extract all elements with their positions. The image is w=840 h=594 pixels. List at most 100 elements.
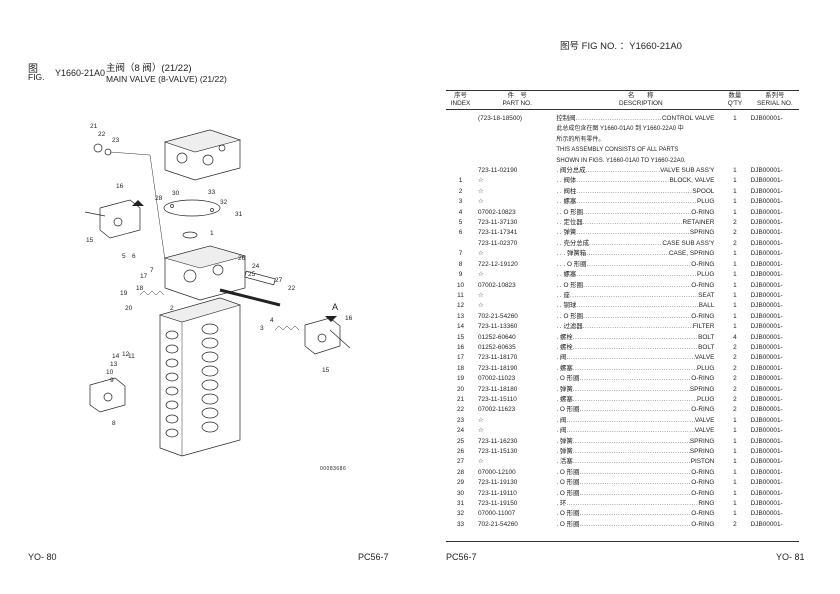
cell-description: . 螺栓....................................… [556, 343, 715, 351]
seal-ring [163, 199, 221, 217]
cell-serial: DJB00001- [750, 167, 783, 175]
cell-index: 11 [457, 291, 464, 299]
cell-index: 22 [456, 406, 465, 414]
cell-qty: 2 [733, 219, 737, 227]
cell-description: . . . O 形圈..............................… [556, 260, 715, 268]
cell-serial: DJB00001- [750, 375, 783, 383]
cell-qty: 1 [733, 427, 737, 435]
callout: 18 [136, 285, 144, 292]
cell-part-no: ☆ [478, 302, 484, 310]
callout: 13 [110, 361, 118, 368]
cell-part-no: 07002-11623 [478, 406, 516, 414]
valve-section-bore [201, 351, 219, 363]
callout: 5 [122, 253, 126, 260]
cell-index: 6 [458, 229, 463, 237]
callout: 21 [90, 123, 98, 130]
fig-number: 图号 FIG NO. ：Y1660-21A0 [560, 41, 682, 52]
cell-part-no: 723-11-18190 [478, 364, 518, 372]
cell-part-no: 723-11-15130 [478, 448, 518, 455]
cell-description: . . O 形圈................................… [556, 312, 715, 320]
cell-qty: 1 [733, 312, 737, 320]
table-row: 3☆. . 螺塞................................… [446, 197, 799, 207]
cell-index: 28 [456, 468, 465, 476]
callout: A [332, 302, 338, 312]
cell-description: . . 钢球..................................… [556, 302, 715, 310]
cell-description: . 螺塞....................................… [556, 395, 715, 403]
callout: 22 [288, 285, 296, 292]
cell-description: . 阀分总成..................................… [556, 167, 715, 175]
cell-part-no: 723-11-37130 [478, 219, 518, 227]
cell-serial: DJB00001- [750, 333, 783, 341]
cell-index: 32 [456, 510, 465, 518]
cell-qty: 2 [733, 239, 737, 247]
callout: 27 [275, 277, 283, 284]
cell-qty: 2 [733, 385, 737, 393]
table-row: 9☆. . 螺塞................................… [446, 270, 799, 280]
cell-serial: DJB00001- [750, 229, 783, 237]
callout: 3 [260, 325, 264, 332]
cell-serial: DJB00001- [750, 437, 783, 445]
cell-index: 13 [456, 312, 465, 320]
cell-description: . 阀.....................................… [556, 354, 715, 362]
cell-part-no: ☆ [478, 416, 484, 424]
cell-index: 10 [456, 281, 465, 289]
cell-qty: 1 [733, 187, 737, 195]
cell-qty: 2 [733, 343, 737, 351]
callout: 1 [210, 230, 214, 237]
cell-qty: 2 [733, 395, 737, 403]
cell-part-no: 07002-10823 [478, 281, 516, 289]
cell-qty: 1 [733, 260, 737, 268]
table-row: 11☆. . 座................................… [446, 291, 799, 301]
table-row: 24☆. 阀..................................… [446, 426, 799, 436]
cell-description: . 螺塞....................................… [556, 364, 715, 372]
cell-index: 14 [456, 323, 465, 331]
table-row: (723-18-18500) 控制阀......................… [478, 115, 783, 122]
callout: 15 [322, 367, 330, 374]
cell-serial: DJB00001- [750, 302, 783, 310]
cell-qty: 1 [733, 500, 737, 508]
cell-qty: 1 [733, 468, 737, 476]
cell-index: 3 [458, 198, 463, 206]
table-row: 27☆. 活塞.................................… [446, 457, 799, 467]
cell-qty: 2 [733, 406, 737, 414]
cell-part-no: 702-21-54260 [478, 520, 518, 528]
cell-index: 24 [456, 427, 465, 435]
cell-part-no: 01252-60640 [478, 333, 516, 341]
side-block-left-bottom [89, 377, 126, 413]
callout: 17 [140, 273, 148, 280]
fig-label-en: FIG. [28, 72, 45, 82]
cell-part-no: 723-11-19150 [478, 500, 518, 508]
cell-qty: 1 [733, 198, 737, 206]
cell-description: . . 螺塞..................................… [556, 271, 715, 279]
callout: 9 [110, 377, 114, 384]
cell-part-no: 07002-10823 [478, 208, 516, 216]
cell-index: 12 [456, 302, 465, 310]
cell-serial: DJB00001- [750, 291, 783, 299]
valve-body [158, 297, 241, 457]
cell-index: 17 [456, 354, 465, 362]
cell-qty: 4 [733, 333, 737, 341]
callout: 20 [125, 305, 133, 312]
cover-block [163, 129, 242, 181]
table-row: 723-11-02370. . 壳分总成....................… [446, 239, 799, 249]
cell-part-no: 07002-11023 [478, 375, 516, 383]
cell-qty: 1 [733, 510, 737, 518]
fig-label-cn: 图 [28, 64, 38, 75]
cell-index: 21 [456, 395, 465, 403]
cell-description: . O 形圈..................................… [556, 489, 715, 497]
cell-qty: 1 [733, 177, 737, 185]
cell-serial: DJB00001- [750, 219, 783, 227]
